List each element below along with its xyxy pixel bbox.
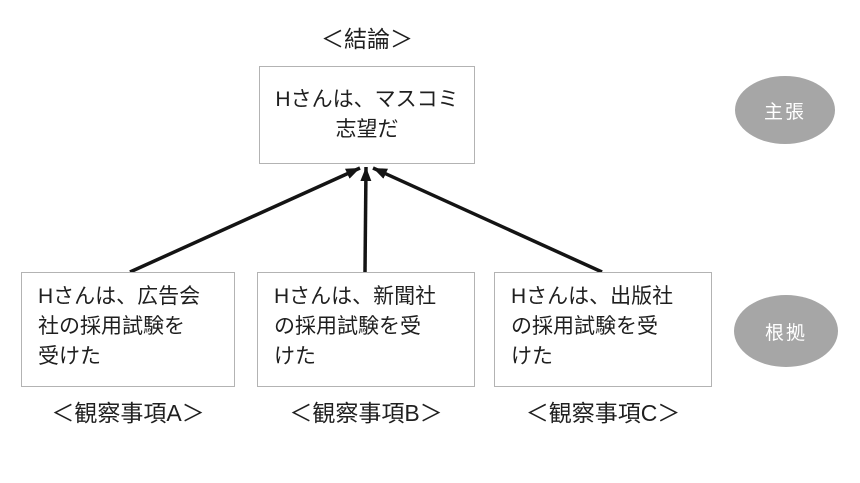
grounds-tag-oval: 根拠 xyxy=(734,295,838,367)
observation-label-b: ＜観察事項B＞ xyxy=(289,400,443,426)
arrow-observation-c-to-claim xyxy=(372,166,603,274)
observation-box-c: Hさんは、出版社 の採用試験を受 けた xyxy=(494,272,712,387)
observation-box-b: Hさんは、新聞社 の採用試験を受 けた xyxy=(257,272,475,387)
arrow-observation-b-to-claim xyxy=(360,166,372,273)
observation-label-c: ＜観察事項C＞ xyxy=(525,400,681,426)
observation-label-a: ＜観察事項A＞ xyxy=(51,400,205,426)
arrow-observation-a-to-claim xyxy=(129,166,361,274)
claim-box: Hさんは、マスコミ 志望だ xyxy=(259,66,475,164)
conclusion-label: ＜結論＞ xyxy=(321,26,413,52)
claim-tag-oval: 主張 xyxy=(735,76,835,144)
observation-box-a: Hさんは、広告会 社の採用試験を 受けた xyxy=(21,272,235,387)
